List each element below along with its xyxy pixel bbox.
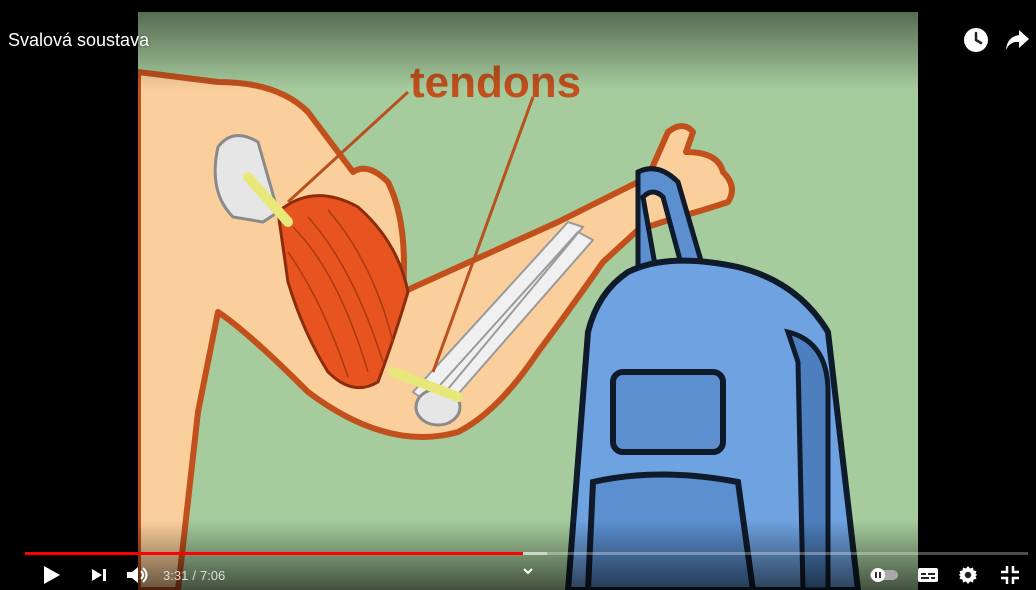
player-controls: 3:31 / 7:06 xyxy=(0,560,1036,590)
arm-illustration: tendons xyxy=(138,12,918,590)
settings-button[interactable] xyxy=(954,560,982,590)
exit-fullscreen-icon xyxy=(1000,565,1020,585)
volume-button[interactable] xyxy=(124,560,152,590)
exit-fullscreen-button[interactable] xyxy=(996,560,1024,590)
play-button[interactable] xyxy=(38,560,66,590)
time-separator: / xyxy=(192,568,196,583)
clock-icon xyxy=(963,27,989,53)
autoplay-toggle-icon xyxy=(868,567,900,583)
volume-icon xyxy=(126,565,150,585)
subtitles-icon xyxy=(917,567,939,583)
time-display: 3:31 / 7:06 xyxy=(163,560,225,590)
autoplay-toggle[interactable] xyxy=(866,560,902,590)
current-time: 3:31 xyxy=(163,568,188,583)
watch-later-button[interactable] xyxy=(960,24,992,56)
expand-chevron-button[interactable] xyxy=(518,556,538,586)
chevron-down-icon xyxy=(522,567,534,575)
play-icon xyxy=(43,565,61,585)
next-icon xyxy=(91,568,107,582)
progress-played xyxy=(25,552,523,555)
share-arrow-icon xyxy=(1004,28,1030,52)
gear-icon xyxy=(958,565,978,585)
subtitles-button[interactable] xyxy=(914,560,942,590)
tendons-label: tendons xyxy=(410,58,581,107)
video-title[interactable]: Svalová soustava xyxy=(8,30,149,51)
duration: 7:06 xyxy=(200,568,225,583)
video-frame[interactable]: tendons xyxy=(138,12,918,590)
share-button[interactable] xyxy=(1001,24,1033,56)
progress-bar[interactable] xyxy=(25,552,1028,555)
next-button[interactable] xyxy=(86,560,112,590)
